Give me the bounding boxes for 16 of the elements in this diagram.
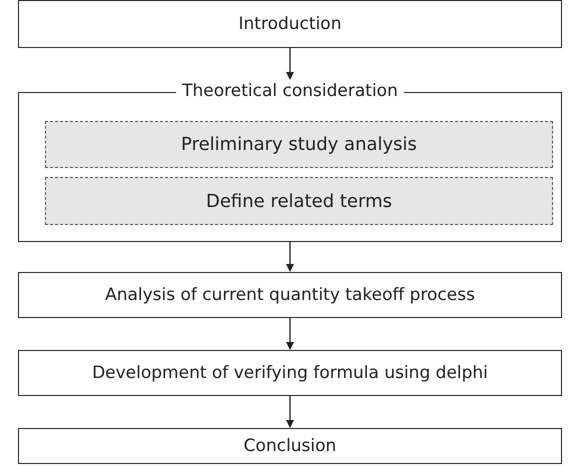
box-label: Introduction (238, 14, 342, 34)
arrow (286, 396, 294, 428)
process-box (18, 428, 562, 464)
process-box (45, 121, 553, 168)
process-box (18, 0, 562, 48)
box-label: Analysis of current quantity takeoff process (105, 285, 475, 305)
arrow (286, 242, 294, 272)
box-label: Conclusion (244, 436, 336, 456)
box-label: Preliminary study analysis (181, 134, 417, 155)
process-box (18, 350, 562, 396)
box-label: Development of verifying formula using delphi (92, 363, 488, 383)
box-label: Define related terms (206, 190, 392, 212)
arrow (286, 318, 294, 350)
arrow (286, 48, 294, 80)
process-box (45, 177, 553, 225)
process-box (18, 272, 562, 318)
